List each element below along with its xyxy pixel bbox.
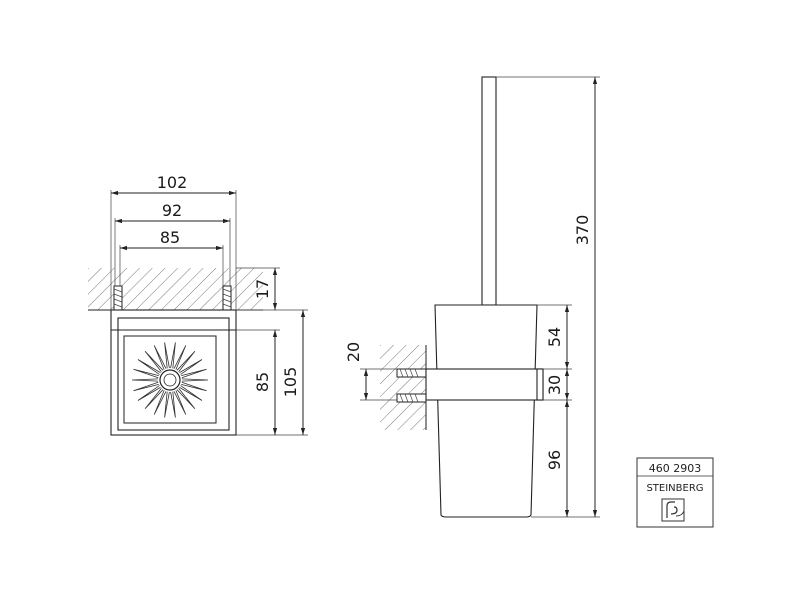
toilet-brush-pictogram-icon xyxy=(661,498,685,522)
rosette-petal xyxy=(170,391,176,418)
dim-label-54: 54 xyxy=(545,327,564,347)
rosette-petal xyxy=(153,345,167,370)
brush-container xyxy=(434,304,538,518)
front-brush-core xyxy=(163,373,177,387)
rosette-petal xyxy=(170,342,176,369)
rosette-petal xyxy=(164,342,170,369)
rosette-petal xyxy=(179,385,203,401)
product-badge: 460 2903 STEINBERG xyxy=(636,457,714,528)
front-brush-rosette xyxy=(131,342,209,418)
rosette-petal xyxy=(181,381,207,392)
rosette-petal xyxy=(133,381,159,392)
front-brush-window xyxy=(123,335,217,424)
rosette-petal xyxy=(164,391,170,418)
wall-bracket-arm xyxy=(425,368,544,401)
dim-label-102: 102 xyxy=(157,173,188,192)
rosette-petal xyxy=(176,351,196,372)
dim-label-96: 96 xyxy=(545,450,564,470)
rosette-petal xyxy=(179,359,203,375)
badge-frame xyxy=(636,457,714,528)
badge-brand-name: STEINBERG xyxy=(646,483,703,494)
dim-label-20: 20 xyxy=(344,342,363,362)
dim-label-85v: 85 xyxy=(253,372,272,392)
front-screw-right xyxy=(222,285,232,311)
dim-label-105: 105 xyxy=(281,367,300,398)
dim-label-17: 17 xyxy=(253,279,272,299)
rosette-petal xyxy=(181,368,207,379)
side-wall-hatch xyxy=(380,345,426,430)
rosette-petal xyxy=(137,385,161,401)
dim-label-30: 30 xyxy=(545,375,564,395)
rosette-petal xyxy=(131,378,159,382)
side-screw-top xyxy=(396,368,427,378)
rosette-petal xyxy=(176,388,196,409)
rosette-petal xyxy=(144,388,164,409)
dim-label-370: 370 xyxy=(573,215,592,246)
rosette-petal xyxy=(173,390,187,415)
dim-label-85: 85 xyxy=(160,228,180,247)
wall-bracket-ring xyxy=(536,368,544,401)
rosette-petal xyxy=(137,359,161,375)
rosette-petal xyxy=(144,351,164,372)
brush-handle xyxy=(481,76,497,306)
side-screw-bottom xyxy=(396,393,427,403)
rosette-petal xyxy=(173,345,187,370)
front-screw-left xyxy=(113,285,123,311)
rosette-petal xyxy=(153,390,167,415)
front-view: 102 92 85 17 85 105 xyxy=(88,173,308,436)
rosette-petal xyxy=(181,378,209,382)
side-view: 370 54 30 96 20 xyxy=(344,76,600,518)
rosette-petal xyxy=(133,368,159,379)
badge-product-code: 460 2903 xyxy=(649,462,702,475)
dim-label-92: 92 xyxy=(162,201,182,220)
